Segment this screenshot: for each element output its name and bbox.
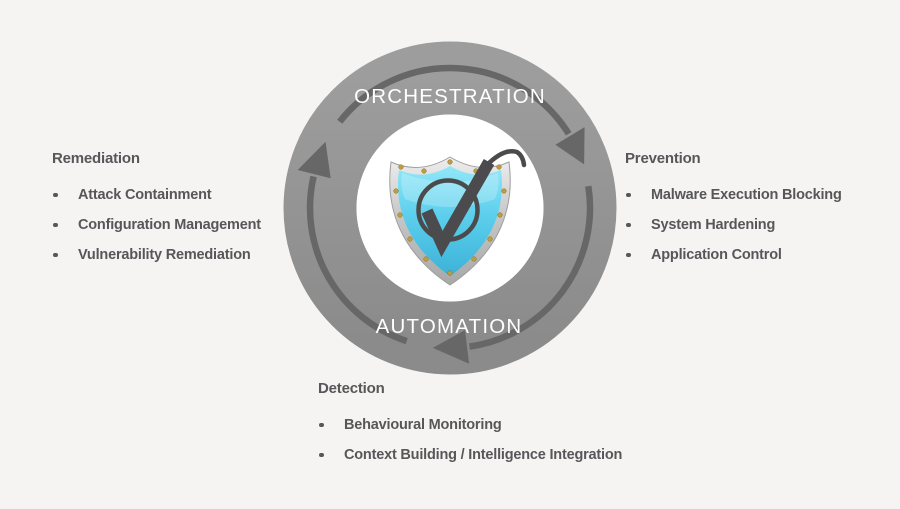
list-item: Vulnerability Remediation (52, 240, 261, 270)
cycle-ring (283, 41, 617, 375)
arc-top (337, 64, 572, 136)
shield-rivets (393, 159, 507, 276)
list-item-label: Application Control (651, 247, 782, 263)
arrowhead-upper-left-icon (297, 141, 331, 179)
arrowhead-right-icon (555, 127, 585, 165)
arrowheads (297, 127, 585, 364)
list-item-label: Configuration Management (78, 217, 261, 233)
check-mark (421, 159, 495, 258)
detection-title: Detection (318, 380, 385, 397)
orchestration-label: ORCHESTRATION (354, 85, 546, 108)
list-item-label: Malware Execution Blocking (651, 187, 842, 203)
prevention-title: Prevention (625, 150, 701, 167)
arc-bottom-left (306, 175, 408, 345)
list-item: Context Building / Intelligence Integrat… (318, 440, 622, 470)
list-item-label: Vulnerability Remediation (78, 247, 251, 263)
list-item: Application Control (625, 240, 842, 270)
list-item: System Hardening (625, 210, 842, 240)
bullet-icon (319, 452, 324, 458)
detection-group: Detection Behavioural Monitoring Context… (318, 380, 622, 470)
list-item: Malware Execution Blocking (625, 180, 842, 210)
list-item-label: Attack Containment (78, 187, 212, 203)
arc-right (469, 185, 594, 350)
bullet-icon (53, 222, 58, 228)
list-item-label: System Hardening (651, 217, 776, 233)
bullet-icon (626, 192, 631, 198)
automation-label: AUTOMATION (376, 315, 523, 338)
list-item: Configuration Management (52, 210, 261, 240)
list-item-label: Context Building / Intelligence Integrat… (344, 447, 623, 463)
prevention-group: Prevention Malware Execution Blocking Sy… (625, 150, 842, 270)
bullet-icon (319, 422, 324, 428)
clockwise-arrow-arcs (306, 64, 594, 350)
bullet-icon (626, 252, 631, 258)
check-mark-tail (484, 149, 527, 168)
remediation-group: Remediation Attack Containment Configura… (52, 150, 261, 270)
bullet-icon (626, 222, 631, 228)
bullet-icon (53, 192, 58, 198)
list-item: Behavioural Monitoring (318, 410, 622, 440)
remediation-title: Remediation (52, 150, 140, 167)
arrowhead-bottom-icon (432, 330, 470, 364)
list-item: Attack Containment (52, 180, 261, 210)
list-item-label: Behavioural Monitoring (344, 417, 502, 433)
shield-checkmark-icon (389, 149, 527, 286)
bullet-icon (53, 252, 58, 258)
